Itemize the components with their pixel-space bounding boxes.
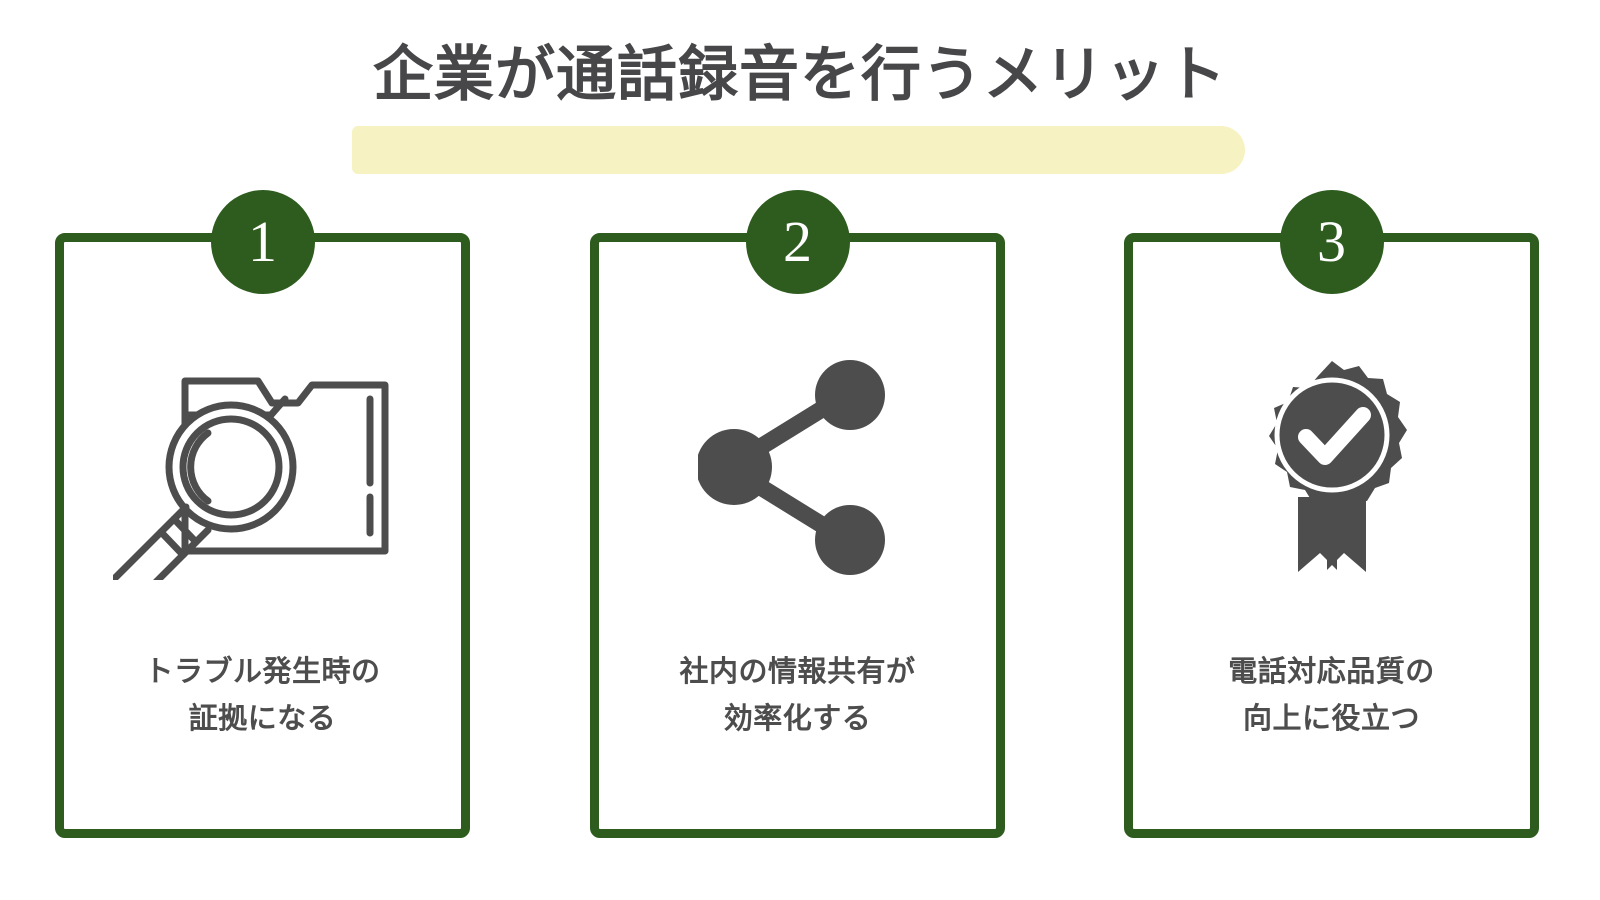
folder-magnifier-icon [64, 337, 461, 597]
card-caption-2-line1: 社内の情報共有が [679, 656, 916, 689]
card-caption-1-line2: 証拠になる [188, 703, 337, 736]
card-caption-2-line2: 効率化する [723, 703, 872, 736]
card-caption-3-line2: 向上に役立つ [1242, 703, 1420, 736]
card-caption-3-line1: 電話対応品質の [1228, 656, 1435, 689]
benefit-card-3: 3 電話対応品質の 向上に役立つ [1124, 190, 1539, 838]
benefit-card-1: 1 [55, 190, 470, 838]
card-caption-1-line1: トラブル発生時の [144, 656, 381, 689]
card-caption-3: 電話対応品質の 向上に役立つ [1133, 649, 1530, 743]
title-highlight-bar [352, 126, 1245, 174]
benefit-card-2: 2 社内の情報共有が 効率化する [590, 190, 1005, 838]
card-caption-1: トラブル発生時の 証拠になる [64, 649, 461, 743]
page-header: 企業が通話録音を行うメリット [0, 41, 1600, 174]
card-caption-2: 社内の情報共有が 効率化する [599, 649, 996, 743]
page-title: 企業が通話録音を行うメリット [373, 41, 1227, 108]
card-number-badge-2: 2 [745, 190, 850, 294]
award-ribbon-check-icon [1133, 337, 1530, 597]
share-nodes-icon [599, 337, 996, 597]
card-number-badge-1: 1 [210, 190, 315, 294]
card-number-badge-3: 3 [1279, 190, 1384, 294]
